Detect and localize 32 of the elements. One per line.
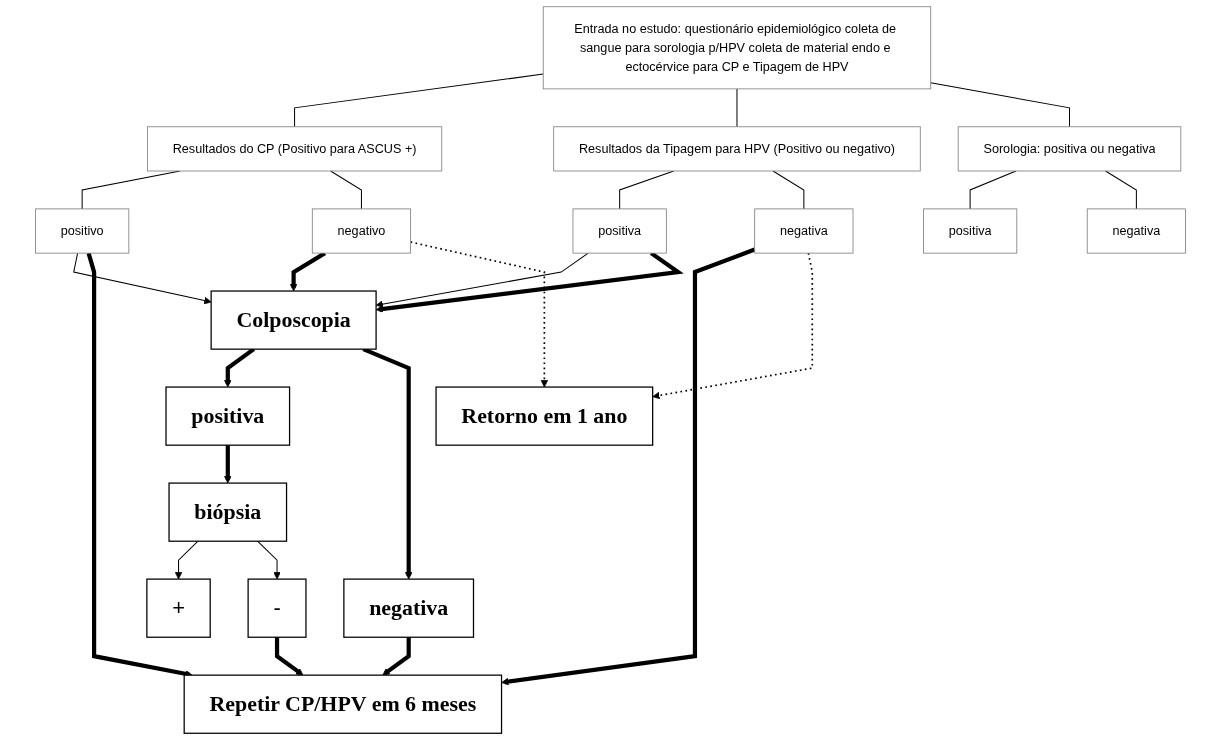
node-box: +: [146, 578, 211, 638]
arrow: [382, 637, 411, 676]
connector: [294, 73, 544, 128]
arrow: [86, 252, 193, 678]
node-box: -: [247, 578, 307, 638]
node-box: positiva: [165, 386, 291, 446]
connector: [1105, 170, 1137, 210]
node-box: positivo: [35, 208, 130, 254]
arrow: [224, 445, 232, 484]
node-box: Colposcopia: [210, 290, 377, 350]
node-box: Resultados do CP (Positivo para ASCUS +): [147, 126, 443, 172]
connector: [330, 170, 362, 210]
connector: [772, 170, 805, 210]
connector: [930, 82, 1070, 128]
arrow: [274, 637, 304, 676]
node-box: negativo: [311, 208, 412, 254]
node-box: Entrada no estudo: questionário epidemiológico coleta de sangue para sorologia p/HPV coleta de material endo e ectocérvice para CP e Tipagem de HPV: [542, 6, 932, 90]
node-box: Retorno em 1 ano: [435, 386, 654, 446]
arrow: [409, 241, 549, 388]
arrow: [174, 540, 199, 580]
node-box: positiva: [923, 208, 1018, 254]
node-box: negativa: [1086, 208, 1186, 254]
node-box: negativa: [343, 578, 475, 638]
arrow: [257, 540, 281, 580]
node-box: positiva: [572, 208, 667, 254]
node-box: Sorologia: positiva ou negativa: [957, 126, 1182, 172]
node-box: Repetir CP/HPV em 6 meses: [183, 674, 503, 734]
node-box: biópsia: [168, 482, 288, 542]
arrow: [501, 247, 756, 686]
arrow: [73, 252, 212, 305]
node-box: negativa: [754, 208, 854, 254]
node-box: Resultados da Tipagem para HPV (Positivo ou negativo): [553, 126, 921, 172]
